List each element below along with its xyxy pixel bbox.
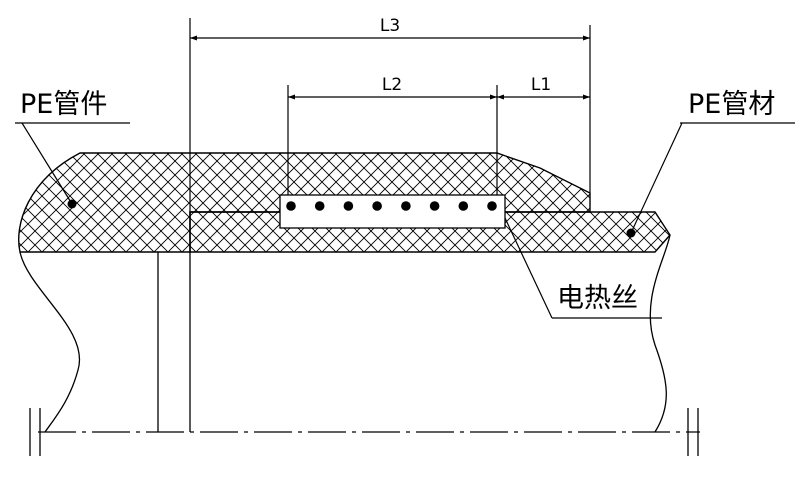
- label-heating-wire: 电热丝: [557, 283, 638, 314]
- dimension-label-l2: L2: [382, 75, 402, 95]
- callout-leader-pe-fitting: [21, 122, 73, 205]
- heating-wire-dot: [343, 201, 354, 211]
- callout-dot-pe-pipe: [626, 228, 636, 238]
- heating-wire-dot: [429, 201, 440, 211]
- heating-wire-dot: [401, 201, 411, 211]
- heating-wire-dot: [286, 201, 296, 211]
- label-pe-pipe: PE管材: [688, 89, 775, 120]
- callout-leader-pe-pipe: [630, 122, 683, 234]
- callout-dot-pe-fitting: [67, 199, 77, 209]
- heating-wire-zone: [279, 194, 506, 229]
- heating-wire-dot: [458, 201, 469, 211]
- callout-leader-heating-wire: [504, 217, 553, 319]
- heating-wire-dot: [487, 201, 497, 211]
- pipe-break-line: [649, 234, 671, 433]
- heating-wire-dots: [286, 201, 497, 211]
- heating-wire-dot: [372, 201, 382, 211]
- dimension-label-l3: L3: [380, 16, 400, 36]
- dimension-label-l1: L1: [531, 75, 551, 95]
- fitting-break-line: [19, 251, 81, 433]
- heating-wire-dot: [314, 201, 325, 211]
- label-pe-fitting: PE管件: [20, 89, 107, 120]
